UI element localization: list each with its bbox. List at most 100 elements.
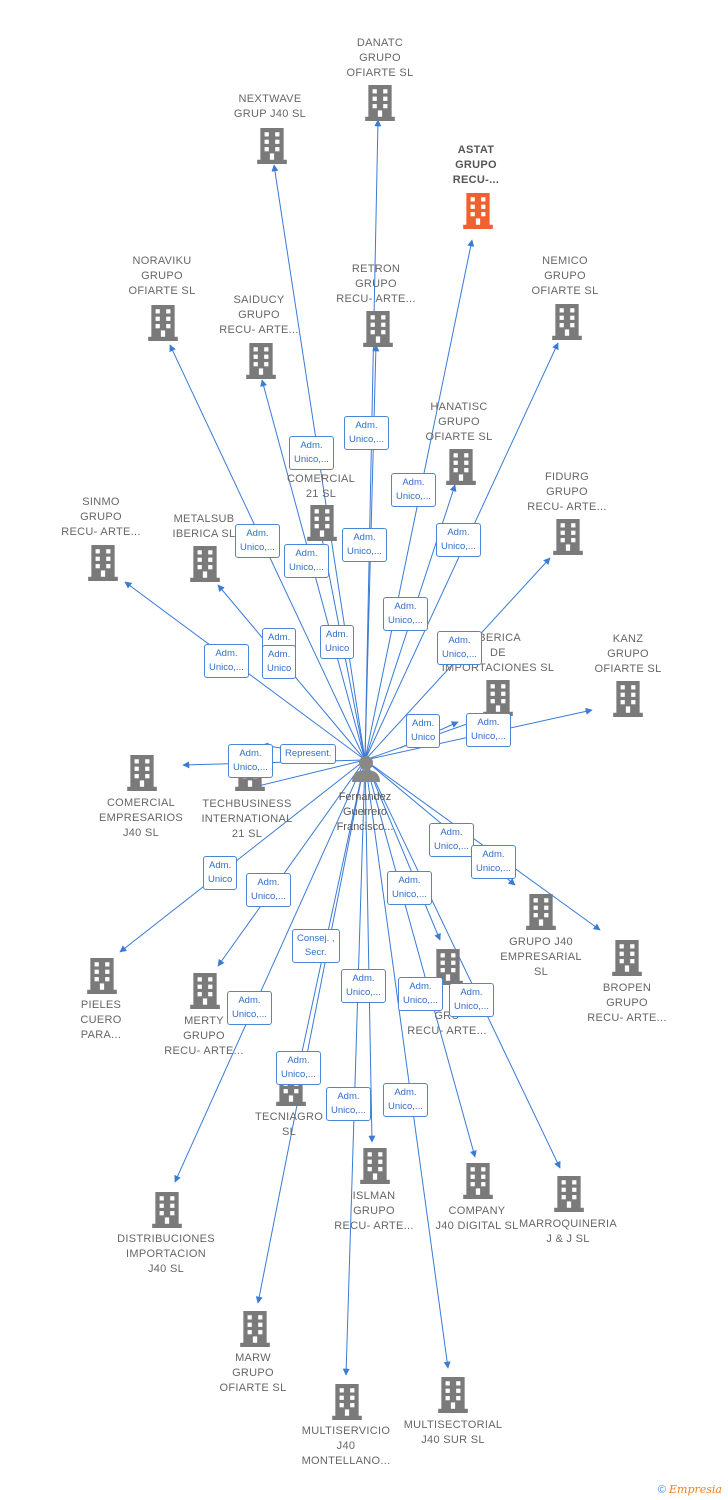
- relation-edge: [364, 759, 451, 1369]
- consejero-badge[interactable]: Consej. , Secr.: [292, 929, 340, 963]
- building-icon[interactable]: [526, 894, 556, 930]
- building-icon[interactable]: [463, 1163, 493, 1199]
- building-icon[interactable]: [307, 505, 337, 541]
- admin-badge[interactable]: Adm. Unico,...: [398, 977, 443, 1011]
- building-icon[interactable]: [552, 304, 582, 340]
- admin-badge[interactable]: Adm. Unico,...: [276, 1051, 321, 1085]
- relation-edge: [364, 759, 441, 941]
- company-node-comercial21[interactable]: COMERCIAL 21 SL: [286, 473, 356, 500]
- company-node-merty[interactable]: MERTY GRUPO RECU- ARTE...: [164, 1015, 244, 1057]
- building-icon[interactable]: [446, 449, 476, 485]
- company-node-saiducy[interactable]: SAIDUCY GRUPO RECU- ARTE...: [219, 294, 299, 336]
- relation-edge: [249, 759, 366, 789]
- company-node-multisectorial[interactable]: MULTISECTORIAL J40 SUR SL: [403, 1419, 503, 1446]
- admin-badge[interactable]: Adm. Unico,...: [204, 644, 249, 678]
- company-node-hanatisc[interactable]: HANATISC GRUPO OFIARTE SL: [425, 401, 493, 443]
- company-node-grurecu[interactable]: GRU RECU- ARTE...: [407, 1010, 487, 1037]
- company-node-islman[interactable]: ISLMAN GRUPO RECU- ARTE...: [334, 1190, 414, 1232]
- person-icon: [352, 756, 380, 782]
- admin-badge[interactable]: Adm. Unico,...: [289, 436, 334, 470]
- company-node-marroquineria[interactable]: MARROQUINERIA J & J SL: [518, 1218, 618, 1245]
- relation-edge: [255, 759, 366, 1304]
- admin-badge[interactable]: Adm. Unico,...: [228, 744, 273, 778]
- company-node-distribuciones[interactable]: DISTRIBUCIONES IMPORTACION J40 SL: [117, 1233, 215, 1275]
- building-icon[interactable]: [257, 128, 287, 164]
- admin-badge[interactable]: Adm. Unico,...: [449, 983, 494, 1017]
- admin-badge[interactable]: Adm. Unico,...: [383, 1083, 428, 1117]
- admin-badge[interactable]: Adm. Unico,...: [284, 544, 329, 578]
- relation-edge: [364, 759, 561, 1169]
- admin-badge[interactable]: Adm. Unico,...: [429, 823, 474, 857]
- admin-badge[interactable]: Adm. Unico,...: [436, 523, 481, 557]
- company-node-sinmo[interactable]: SINMO GRUPO RECU- ARTE...: [61, 496, 141, 538]
- person-name[interactable]: Fernandez Guerrero Francisco...: [336, 791, 394, 833]
- admin-badge[interactable]: Adm. Unico,...: [383, 597, 428, 631]
- building-icon[interactable]: [612, 940, 642, 976]
- building-icon[interactable]: [332, 1384, 362, 1420]
- admin-badge[interactable]: Adm. Unico,...: [387, 871, 432, 905]
- building-icon[interactable]: [190, 546, 220, 582]
- building-icon[interactable]: [463, 193, 493, 229]
- company-node-tecniagro[interactable]: TECNIAGRO SL: [254, 1111, 324, 1138]
- building-icon[interactable]: [240, 1311, 270, 1347]
- admin-badge[interactable]: Adm. Unico,...: [437, 631, 482, 665]
- admin-badge[interactable]: Adm. Unico,...: [344, 416, 389, 450]
- admin-badge[interactable]: Adm. Unico,...: [246, 873, 291, 907]
- relation-edge: [119, 759, 366, 953]
- building-icon[interactable]: [246, 343, 276, 379]
- company-node-techbusiness[interactable]: TECHBUSINESS INTERNATIONAL 21 SL: [201, 798, 293, 840]
- admin-badge[interactable]: Adm. Unico,...: [227, 991, 272, 1025]
- building-icon[interactable]: [190, 973, 220, 1009]
- building-icon[interactable]: [483, 680, 513, 716]
- admin-badge[interactable]: Adm. Unico,...: [466, 713, 511, 747]
- relation-edge: [182, 759, 366, 769]
- company-node-kanz[interactable]: KANZ GRUPO OFIARTE SL: [594, 633, 662, 675]
- building-icon[interactable]: [553, 519, 583, 555]
- admin-badge[interactable]: Adm. Unico,...: [235, 524, 280, 558]
- company-node-bropen[interactable]: BROPEN GRUPO RECU- ARTE...: [587, 982, 667, 1024]
- building-icon[interactable]: [554, 1176, 584, 1212]
- company-node-danatc[interactable]: DANATC GRUPO OFIARTE SL: [346, 37, 414, 79]
- empresia-logo[interactable]: Empresia: [669, 1483, 722, 1496]
- company-node-noraviku[interactable]: NORAVIKU GRUPO OFIARTE SL: [128, 255, 196, 297]
- company-node-astat[interactable]: ASTAT GRUPO RECU-...: [452, 144, 500, 186]
- building-icon[interactable]: [363, 311, 393, 347]
- company-node-company[interactable]: COMPANY J40 DIGITAL SL: [435, 1205, 519, 1232]
- building-icon[interactable]: [148, 305, 178, 341]
- building-icon[interactable]: [88, 545, 118, 581]
- building-icon[interactable]: [360, 1148, 390, 1184]
- building-icon[interactable]: [152, 1192, 182, 1228]
- building-icon[interactable]: [365, 85, 395, 121]
- admin-badge[interactable]: Adm. Unico,...: [391, 473, 436, 507]
- company-node-fidurg[interactable]: FIDURG GRUPO RECU- ARTE...: [527, 471, 607, 513]
- admin-badge[interactable]: Adm. Unico,...: [326, 1087, 371, 1121]
- admin-badge[interactable]: Adm. Unico: [320, 625, 355, 659]
- footer: © Empresia: [658, 1483, 722, 1496]
- admin-badge[interactable]: Adm. Unico,...: [341, 969, 386, 1003]
- company-node-nemico[interactable]: NEMICO GRUPO OFIARTE SL: [531, 255, 599, 297]
- building-icon[interactable]: [127, 755, 157, 791]
- company-node-marw[interactable]: MARW GRUPO OFIARTE SL: [219, 1352, 287, 1394]
- building-icon[interactable]: [87, 958, 117, 994]
- represent-badge[interactable]: Represent.: [280, 744, 337, 764]
- building-icon[interactable]: [438, 1377, 468, 1413]
- company-node-multiservicio[interactable]: MULTISERVICIO J40 MONTELLANO...: [301, 1425, 391, 1467]
- company-node-metalsub[interactable]: METALSUB IBERICA SL: [172, 513, 236, 540]
- admin-badge[interactable]: Adm. Unico: [203, 856, 238, 890]
- company-node-nextwave[interactable]: NEXTWAVE GRUP J40 SL: [233, 93, 307, 120]
- company-node-iberica[interactable]: IBERICA DE IMPORTACIONES SL: [441, 632, 555, 674]
- building-icon[interactable]: [613, 681, 643, 717]
- company-node-pieles[interactable]: PIELES CUERO PARA...: [80, 999, 122, 1041]
- copyright-symbol: ©: [657, 1484, 666, 1496]
- admin-badge[interactable]: Adm. Unico: [406, 714, 441, 748]
- relation-edge: [364, 759, 477, 1158]
- admin-badge[interactable]: Adm. Unico: [262, 645, 297, 679]
- relation-edge: [217, 759, 366, 967]
- company-node-grupoj40[interactable]: GRUPO J40 EMPRESARIAL SL: [500, 936, 582, 978]
- admin-badge[interactable]: Adm. Unico,...: [471, 845, 516, 879]
- company-node-comercialemp[interactable]: COMERCIAL EMPRESARIOS J40 SL: [99, 797, 183, 839]
- relation-edge: [174, 759, 366, 1183]
- company-node-retron[interactable]: RETRON GRUPO RECU- ARTE...: [336, 263, 416, 305]
- relation-edge: [364, 759, 376, 1143]
- admin-badge[interactable]: Adm. Unico,...: [342, 528, 387, 562]
